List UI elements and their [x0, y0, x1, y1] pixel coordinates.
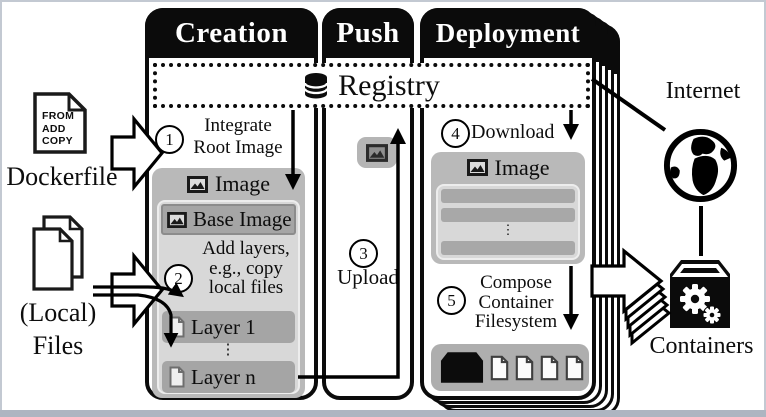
- layern-label: Layer n: [191, 364, 256, 389]
- deployment-header: Deployment: [420, 8, 596, 58]
- registry-box: Registry: [153, 63, 590, 108]
- step2-number: 2: [174, 269, 183, 288]
- layer1-label: Layer 1: [191, 314, 256, 339]
- deployment-image-box-title: Image: [494, 154, 550, 180]
- layer1-bar: Layer 1: [162, 311, 295, 343]
- step4-circle: 4: [441, 119, 470, 148]
- step3-label: Upload: [337, 265, 399, 289]
- local-files-icon: [30, 215, 88, 293]
- step5-label: Compose Container Filesystem: [474, 272, 558, 332]
- layers-ellipsis: ⋮: [220, 342, 236, 358]
- dockerfile-content: FROM ADD COPY: [42, 110, 75, 147]
- document-icon: [169, 366, 185, 388]
- frame-bottom-strip: [0, 410, 766, 417]
- document-icon: [490, 355, 509, 381]
- push-title: Push: [336, 16, 400, 49]
- containers-arrow-stack: [626, 263, 668, 331]
- internet-globe-icon: [661, 126, 740, 205]
- step2-circle: 2: [164, 264, 193, 293]
- step1-number: 1: [165, 130, 174, 149]
- container-filesystem-bar: [431, 344, 589, 391]
- containers-arrow-stack: [624, 255, 666, 323]
- step4-label: Download: [471, 121, 555, 143]
- step5-number: 5: [447, 291, 456, 310]
- step1-label: Integrate Root Image: [193, 115, 283, 158]
- step3-number: 3: [359, 244, 368, 263]
- creation-header: Creation: [145, 8, 318, 58]
- step1-circle: 1: [155, 125, 184, 154]
- image-icon: [466, 159, 488, 176]
- document-icon: [540, 355, 559, 381]
- document-icon: [565, 355, 584, 381]
- creation-image-box-title: Image: [215, 171, 270, 196]
- containers-icon: [668, 258, 732, 330]
- registry-database-icon: [303, 72, 329, 100]
- containers-label: Containers: [649, 333, 754, 359]
- layern-bar: Layer n: [162, 361, 295, 393]
- document-icon: [515, 355, 534, 381]
- containers-arrow-stack: [628, 271, 670, 339]
- push-image-chip: [357, 137, 397, 168]
- dockerfile-label: Dockerfile: [6, 162, 118, 191]
- internet-label: Internet: [665, 78, 741, 104]
- creation-title: Creation: [174, 16, 288, 49]
- image-icon: [366, 143, 388, 162]
- deployment-image-box-header: Image: [431, 154, 585, 181]
- deployment-title: Deployment: [435, 17, 581, 48]
- dockerfile-icon: [33, 92, 87, 154]
- image-icon: [187, 175, 209, 193]
- deployment-layer-bar: [441, 189, 575, 203]
- local-files-label: (Local) Files: [19, 298, 97, 360]
- container-box-icon: [440, 351, 484, 384]
- creation-image-box-header: Image: [152, 170, 305, 198]
- base-image-label: Base Image: [193, 207, 292, 231]
- step3-circle: 3: [349, 239, 378, 268]
- registry-label: Registry: [338, 68, 440, 102]
- base-image-bar: Base Image: [161, 204, 296, 235]
- deployment-ellipsis: ⋮: [501, 222, 515, 237]
- step5-circle: 5: [437, 286, 466, 315]
- deployment-layer-bar: [441, 241, 575, 255]
- push-header: Push: [322, 8, 414, 58]
- document-icon: [169, 316, 185, 338]
- step4-number: 4: [451, 124, 460, 143]
- deployment-layer-bar: [441, 208, 575, 222]
- image-icon: [167, 211, 187, 228]
- step2-label: Add layers, e.g., copy local files: [202, 238, 290, 298]
